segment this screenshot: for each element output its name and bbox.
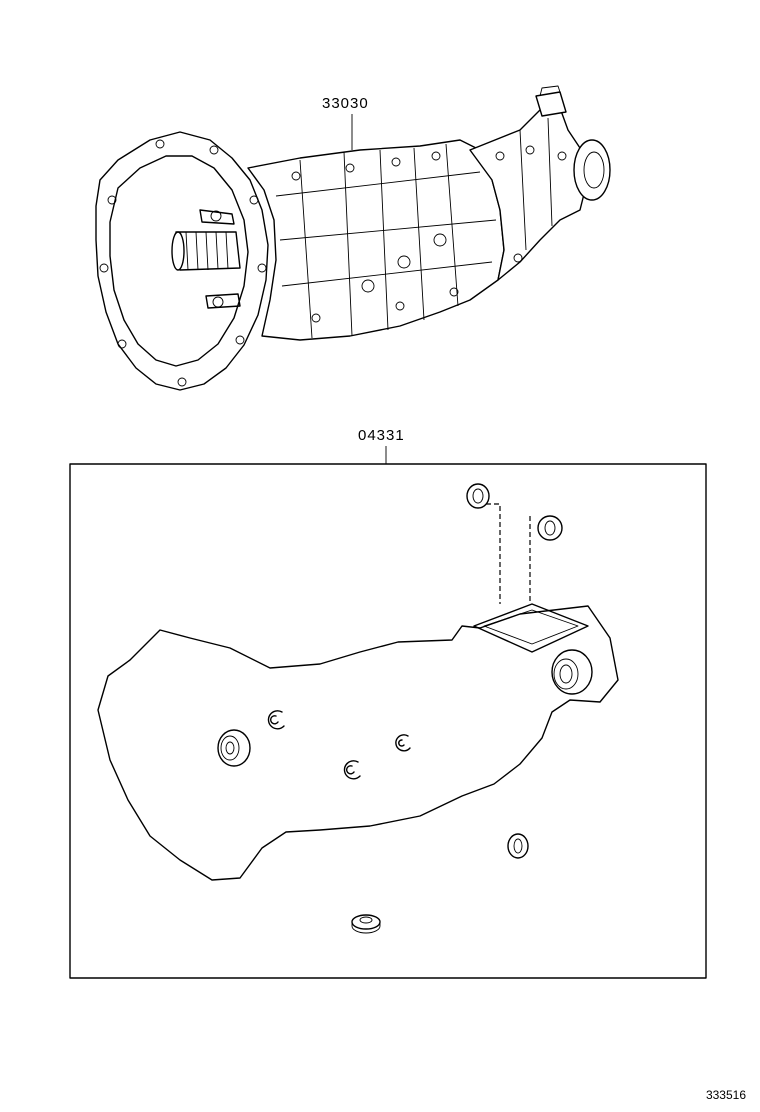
part-number-gasket-kit[interactable]: 04331 xyxy=(358,427,405,444)
transmission-assembly-illustration[interactable] xyxy=(95,85,611,391)
snap-ring-1[interactable] xyxy=(267,710,285,730)
cover-gasket[interactable] xyxy=(473,603,589,653)
o-ring-top-left[interactable] xyxy=(466,483,490,509)
gasket-kit-illustration[interactable] xyxy=(69,446,707,979)
gasket-kit-frame xyxy=(69,463,707,979)
o-ring-top-right[interactable] xyxy=(537,515,563,541)
figure-id: 333516 xyxy=(705,1088,746,1102)
washer[interactable] xyxy=(351,914,381,934)
oil-seal-output[interactable] xyxy=(551,649,593,695)
oil-seal-input[interactable] xyxy=(217,729,251,767)
o-ring-lower[interactable] xyxy=(507,833,529,859)
snap-ring-3[interactable] xyxy=(343,760,361,780)
part-number-transmission-assembly[interactable]: 33030 xyxy=(322,95,369,112)
snap-ring-2[interactable] xyxy=(395,734,411,752)
case-gasket-outline xyxy=(97,605,619,881)
